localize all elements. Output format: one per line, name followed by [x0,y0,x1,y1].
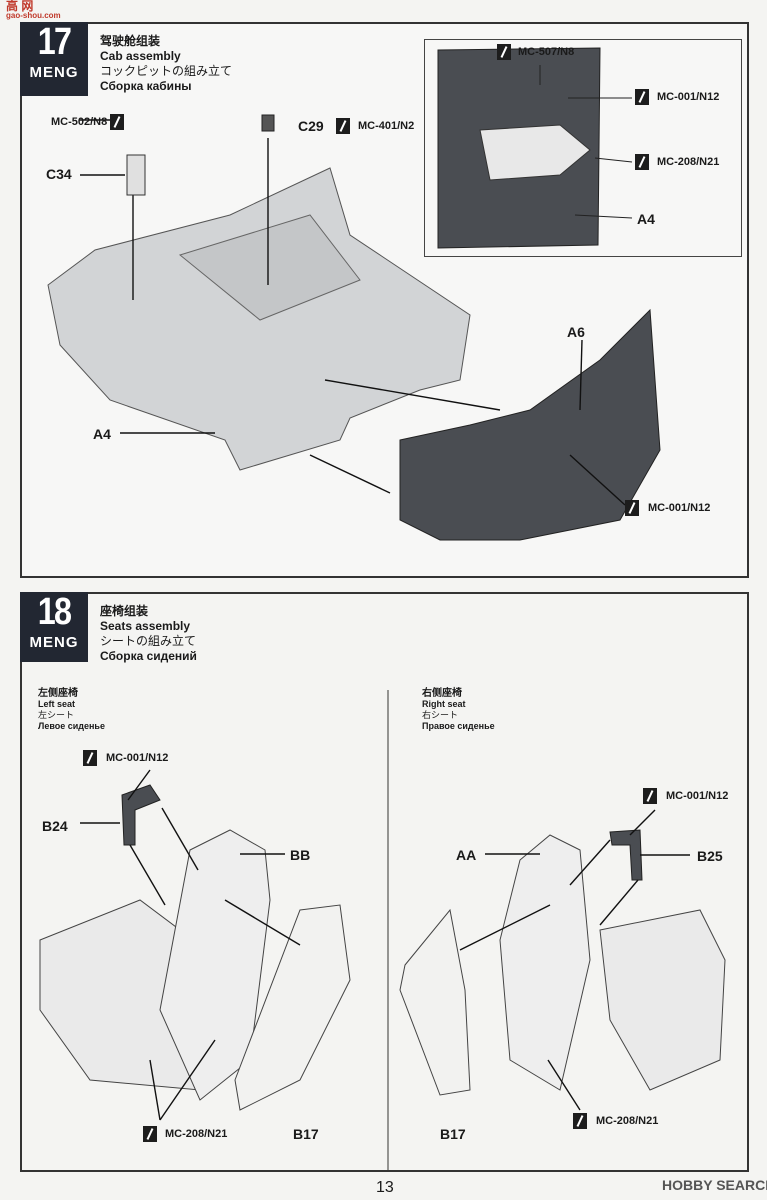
paint-icon [143,1126,157,1142]
heading-ru: Левое сиденье [38,721,105,731]
paint-icon [625,500,639,516]
label-mc-001: MC-001/N12 [648,502,711,514]
label-mc-208-left: MC-208/N21 [165,1128,228,1140]
part-b17-right [399,908,471,1096]
inset-label-mc-001: MC-001/N12 [657,91,720,103]
part-bb [159,829,271,1101]
label-bb: BB [290,847,311,863]
step-number: 17 [37,21,72,63]
label-aa: AA [456,847,477,863]
brand-logo: MENG [29,64,79,81]
part-c34 [126,154,146,196]
label-mc-001-right: MC-001/N12 [666,790,729,802]
label-b17-right: B17 [440,1126,466,1142]
step-number: 18 [37,591,72,633]
left-seat-heading: 左侧座椅 Left seat 左シート Левое сиденье [38,688,105,732]
inset-label-mc-507: MC-507/N8 [518,46,575,58]
floor-console [178,214,361,321]
paint-icon [83,750,97,766]
label-mc-502: MC-502/N8 [51,116,108,128]
part-a6 [399,308,661,541]
step-number-box: 17 MENG [20,22,88,96]
watermark-site: gao-shou.com [6,11,61,20]
part-b17-left [234,904,351,1111]
inset-label-a4: A4 [637,211,655,227]
label-b24: B24 [42,818,68,834]
label-mc-401: MC-401/N2 [358,120,415,132]
heading-ja: 左シート [38,710,75,720]
part-b24 [121,784,161,846]
brand-logo: MENG [29,634,79,651]
heading-ru: Правое сиденье [422,721,495,731]
label-b17-left: B17 [293,1126,319,1142]
inset-console [479,124,591,181]
paint-icon [497,44,511,60]
title-zh: 驾驶舱组装 [100,34,161,48]
label-c34: C34 [46,166,72,182]
step-title: 座椅组装 Seats assembly シートの組み立て Сборка сиде… [100,604,197,664]
paint-icon [635,89,649,105]
label-mc-001-left: MC-001/N12 [106,752,169,764]
right-seat-base [599,909,726,1091]
title-ja: コックピットの組み立て [100,64,233,78]
title-en: Seats assembly [100,619,191,633]
label-a6: A6 [567,324,585,340]
paint-icon [573,1113,587,1129]
part-c29 [261,114,275,132]
heading-en: Left seat [38,699,76,709]
paint-icon [643,788,657,804]
step-number-box: 18 MENG [20,592,88,662]
title-ru: Сборка сидений [100,649,197,663]
paint-icon [336,118,350,134]
label-mc-208-right: MC-208/N21 [596,1115,659,1127]
paint-icon [110,114,124,130]
inset-leader-lines [539,65,633,219]
inset-label-mc-208: MC-208/N21 [657,156,720,168]
title-en: Cab assembly [100,49,181,63]
label-c29: C29 [298,118,324,134]
right-seat-heading: 右侧座椅 Right seat 右シート Правое сиденье [422,688,495,732]
watermark-hobby-search: HOBBY SEARCH [662,1177,767,1193]
heading-en: Right seat [422,699,466,709]
part-b25 [609,829,643,881]
leader-lines [79,119,626,506]
step-18-panel: 18 MENG 座椅组装 Seats assembly シートの組み立て Сбо… [20,592,749,1172]
heading-zh: 左侧座椅 [38,688,78,699]
inset-box [424,39,742,257]
title-zh: 座椅组装 [100,604,149,618]
title-ja: シートの組み立て [100,634,197,648]
seat-leader-lines [80,769,690,1121]
page-number: 13 [376,1179,394,1196]
label-b25: B25 [697,848,723,864]
title-ru: Сборка кабины [100,79,192,93]
part-aa [499,834,591,1091]
step-title: 驾驶舱组装 Cab assembly コックピットの組み立て Сборка ка… [100,34,232,94]
label-a4: A4 [93,426,111,442]
heading-zh: 右侧座椅 [422,688,462,699]
paint-icon [635,154,649,170]
heading-ja: 右シート [422,710,459,720]
